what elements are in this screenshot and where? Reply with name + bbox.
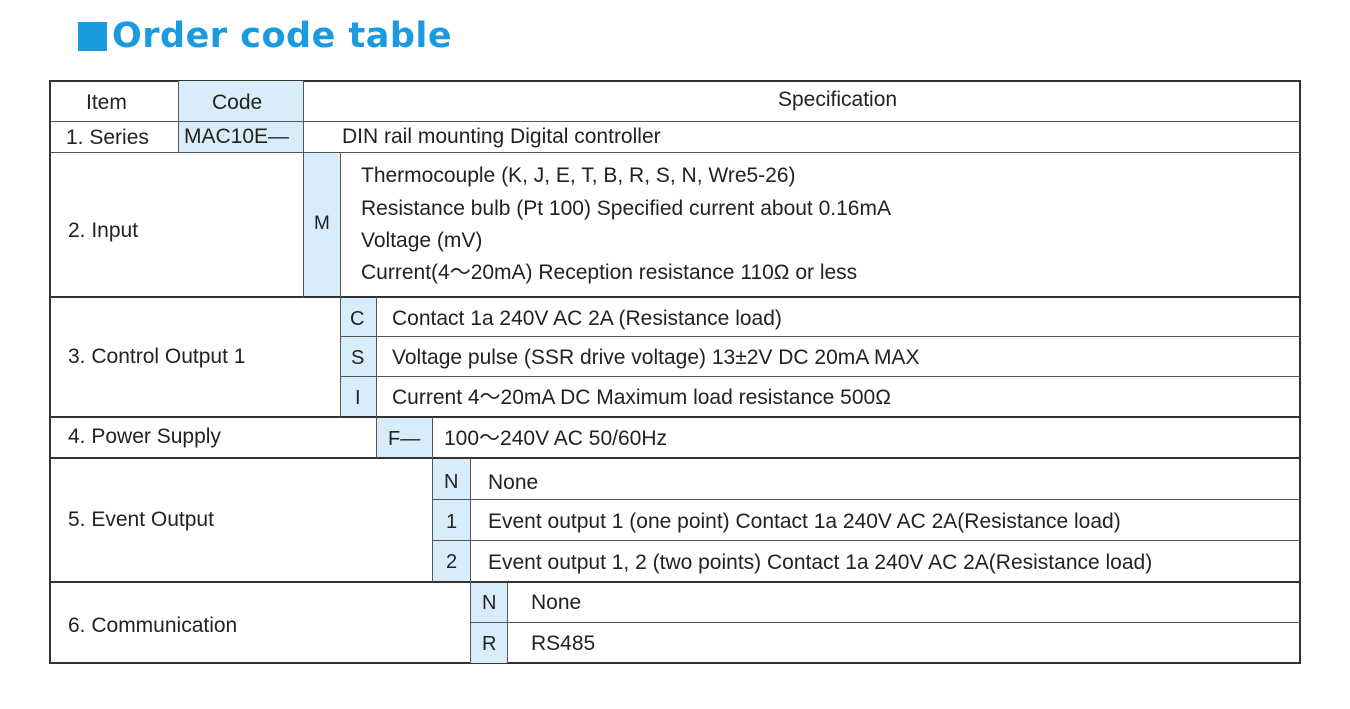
- header-code-label: Code: [212, 91, 263, 114]
- control-output-code-cell: [341, 297, 376, 417]
- row-divider: [341, 336, 1300, 337]
- control-output-code: C: [350, 308, 365, 330]
- row-divider: [50, 296, 1300, 298]
- control-output-item-label: 3. Control Output 1: [68, 345, 246, 368]
- title-square-icon: [78, 21, 107, 51]
- power-supply-code: F—: [388, 428, 421, 450]
- row-divider: [50, 152, 1300, 153]
- event-output-spec: Event output 1, 2 (two points) Contact 1…: [488, 551, 1153, 574]
- control-output-spec: Contact 1a 240V AC 2A (Resistance load): [392, 307, 782, 330]
- communication-code: R: [482, 633, 497, 655]
- series-code-cell: [178, 121, 303, 153]
- column-divider: [376, 297, 377, 458]
- row-divider: [50, 416, 1300, 418]
- order-code-table: [49, 80, 1301, 664]
- power-supply-spec: 100～240V AC 50/60Hz: [444, 427, 667, 450]
- event-output-code-cell: [433, 458, 470, 582]
- input-code-cell: [304, 153, 340, 297]
- input-spec-line: Voltage (mV): [361, 229, 483, 252]
- column-divider: [340, 153, 341, 417]
- header-item-label: Item: [86, 91, 127, 114]
- column-divider: [303, 81, 304, 297]
- communication-item-label: 6. Communication: [68, 614, 238, 637]
- communication-code: N: [482, 592, 497, 614]
- column-divider: [507, 582, 508, 663]
- event-output-spec: None: [488, 471, 539, 494]
- event-output-code: 2: [446, 551, 458, 573]
- column-divider: [470, 458, 471, 663]
- communication-spec: RS485: [531, 632, 596, 655]
- power-supply-code-cell: [377, 417, 432, 458]
- control-output-code: I: [355, 387, 361, 409]
- row-divider: [341, 376, 1300, 377]
- row-divider: [50, 121, 1300, 122]
- input-spec-line: Resistance bulb (Pt 100) Specified curre…: [361, 197, 891, 220]
- page-title-text: Order code table: [112, 16, 453, 56]
- event-output-code: N: [444, 471, 459, 493]
- control-output-code: S: [351, 347, 365, 369]
- row-divider: [50, 457, 1300, 459]
- event-output-code: 1: [446, 511, 458, 533]
- event-output-item-label: 5. Event Output: [68, 508, 214, 531]
- column-divider: [432, 417, 433, 582]
- control-output-spec: Current 4～20mA DC Maximum load resistanc…: [392, 386, 891, 409]
- row-divider: [433, 499, 1300, 500]
- input-spec-line: Thermocouple (K, J, E, T, B, R, S, N, Wr…: [361, 164, 796, 187]
- input-item-label: 2. Input: [68, 219, 139, 242]
- header-spec-label: Specification: [778, 88, 898, 111]
- row-divider: [471, 622, 1300, 623]
- series-spec-text: DIN rail mounting Digital controller: [342, 125, 661, 148]
- page-title: Order code table: [78, 14, 452, 58]
- input-spec-line: Current(4～20mA) Reception resistance 110…: [361, 261, 858, 284]
- power-supply-item-label: 4. Power Supply: [68, 425, 221, 448]
- communication-spec: None: [531, 591, 582, 614]
- event-output-spec: Event output 1 (one point) Contact 1a 24…: [488, 510, 1121, 533]
- control-output-spec: Voltage pulse (SSR drive voltage) 13±2V …: [392, 346, 920, 369]
- column-divider: [178, 81, 179, 153]
- series-item-label: 1. Series: [66, 126, 149, 149]
- row-divider: [433, 540, 1300, 541]
- header-code-cell: [178, 81, 303, 121]
- series-code-value: MAC10E—: [184, 125, 290, 148]
- input-code-value: M: [314, 213, 330, 234]
- row-divider: [50, 581, 1300, 583]
